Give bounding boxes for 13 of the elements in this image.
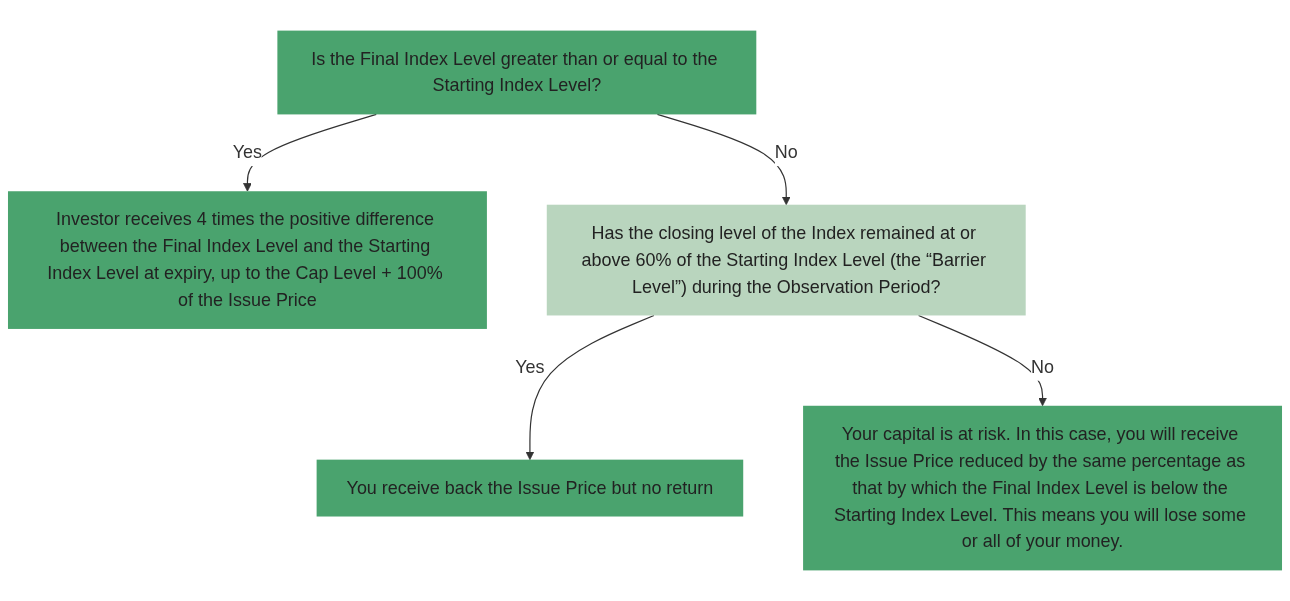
arrow [525, 314, 655, 461]
edge-label: No [774, 142, 798, 163]
edge-label: Yes [515, 356, 545, 377]
node-box: Your capital is at risk. In this case, you will receive the Issue Price reduced by the same percentage as that by which the Final Index Level is below the Starting Index Level. This means you will lose some or all of your money. [803, 405, 1282, 571]
node-box: Investor receives 4 times the positive difference between the Final Index Level and the Starting Index Level at expiry, up to the Cap Level + 100% of the Issue Price [8, 191, 487, 329]
arrow [243, 113, 377, 192]
node-box: Has the closing level of the Index remained at or above 60% of the Starting Index Level (the “Barrier Level”) during the Observation Period? [546, 204, 1026, 316]
arrow [656, 113, 791, 206]
edge-label: Yes [232, 142, 263, 163]
edge-label: No [1031, 356, 1055, 377]
arrow [917, 314, 1047, 407]
node-box: Is the Final Index Level greater than or equal to the Starting Index Level? [277, 30, 757, 115]
node-box: You receive back the Issue Price but no return [316, 459, 744, 517]
